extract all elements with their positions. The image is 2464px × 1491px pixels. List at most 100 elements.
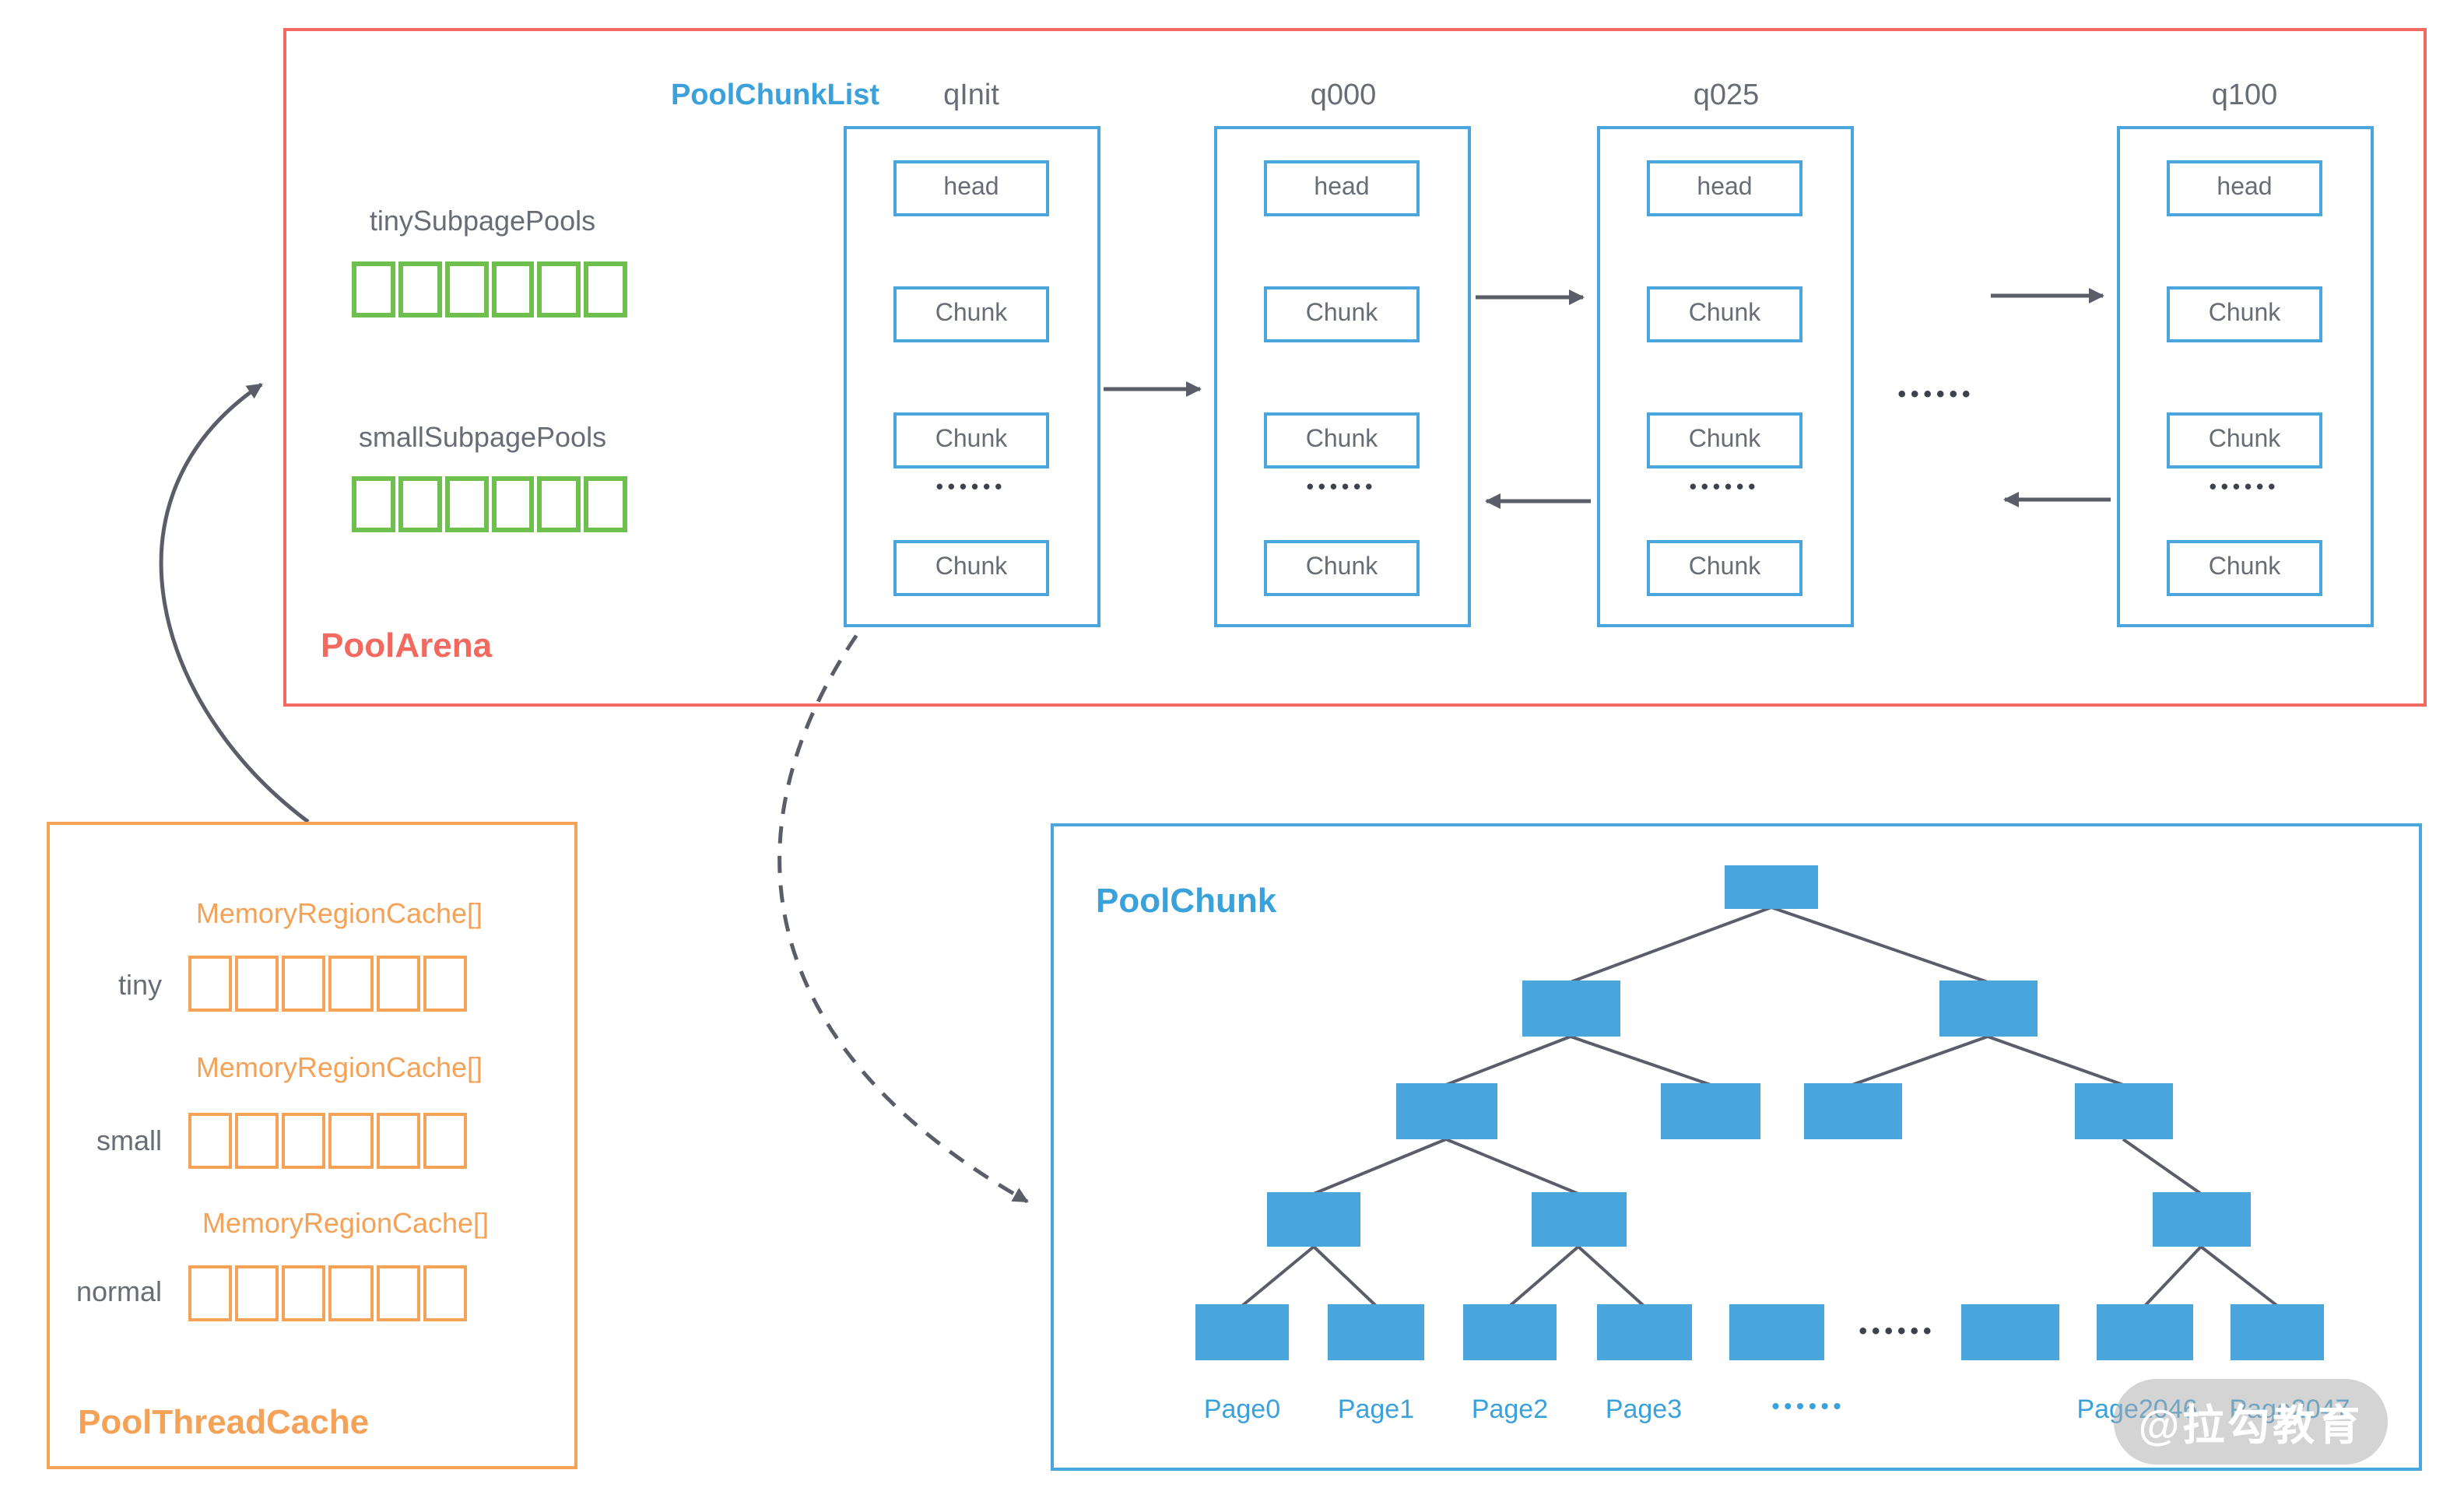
chunk-node: Chunk — [893, 286, 1049, 342]
page-label-2: Page2 — [1471, 1395, 1549, 1424]
cache-cell — [328, 1113, 374, 1169]
subpage-cell — [398, 476, 442, 532]
tree-leaf-page0 — [1195, 1304, 1289, 1360]
tree-node — [1661, 1083, 1760, 1139]
normal-cache-cells — [188, 1265, 467, 1321]
small-subpage-pools-cells — [352, 476, 627, 532]
head-node: head — [1264, 160, 1420, 216]
more-chunks-ellipsis: •••••• — [2209, 475, 2280, 498]
subpage-cell — [352, 261, 395, 317]
cache-cell — [188, 1265, 233, 1321]
cache-cell — [423, 956, 467, 1012]
cache-cell — [235, 1113, 279, 1169]
subpage-cell — [491, 261, 535, 317]
chunk-node: Chunk — [2167, 540, 2322, 596]
tree-node — [2153, 1192, 2251, 1247]
subpage-cell — [537, 476, 581, 532]
chunk-node: Chunk — [893, 412, 1049, 468]
small-subpage-pools-label: smallSubpagePools — [358, 422, 607, 453]
tree-node — [1522, 981, 1620, 1037]
cache-cell — [282, 1113, 326, 1169]
cache-cell — [235, 1265, 279, 1321]
subpage-cell — [491, 476, 535, 532]
cache-cell — [376, 1113, 420, 1169]
chunk-node: Chunk — [1647, 286, 1802, 342]
pool-chunk-box — [1051, 823, 2422, 1471]
chunk-node: Chunk — [2167, 286, 2322, 342]
tree-leaf-page3 — [1597, 1304, 1692, 1360]
pool-thread-cache-box — [47, 822, 577, 1469]
tree-leaf-page2047 — [2231, 1304, 2324, 1360]
cache-cell — [376, 956, 420, 1012]
tree-node — [1939, 981, 2038, 1037]
pool-arena-title: PoolArena — [321, 626, 493, 665]
chunk-node: Chunk — [1264, 540, 1420, 596]
head-node: head — [893, 160, 1049, 216]
tree-leaf-page2 — [1463, 1304, 1557, 1360]
chunklist-label-q025: q025 — [1693, 79, 1760, 112]
chunklist-label-qinit: qInit — [943, 79, 999, 112]
pool-chunk-list-label: PoolChunkList — [670, 79, 880, 112]
pool-thread-cache-title: PoolThreadCache — [78, 1402, 370, 1441]
page-label-0: Page0 — [1203, 1395, 1281, 1424]
tiny-subpage-pools-cells — [352, 261, 627, 317]
tiny-subpage-pools-label: tinySubpagePools — [369, 205, 596, 237]
more-chunks-ellipsis: •••••• — [935, 475, 1007, 498]
chunklist-box-q025: head Chunk Chunk •••••• Chunk — [1597, 126, 1854, 627]
tree-node — [2075, 1083, 2173, 1139]
tree-leaf — [1729, 1304, 1824, 1360]
more-chunks-ellipsis: •••••• — [1306, 475, 1378, 498]
cache-cell — [423, 1265, 467, 1321]
chunklist-box-q000: head Chunk Chunk •••••• Chunk — [1214, 126, 1471, 627]
small-cache-cells — [188, 1113, 467, 1169]
tree-leaf — [1961, 1304, 2059, 1360]
more-leaves-ellipsis: •••••• — [1859, 1318, 1936, 1345]
chunk-node: Chunk — [1264, 286, 1420, 342]
tree-node — [1532, 1192, 1627, 1247]
cache-cell — [282, 956, 326, 1012]
subpage-cell — [444, 476, 488, 532]
more-chunklists-ellipsis: •••••• — [1897, 381, 1975, 408]
chunk-node: Chunk — [2167, 412, 2322, 468]
chunk-node: Chunk — [1264, 412, 1420, 468]
cache-cell — [188, 956, 233, 1012]
cache-cell — [376, 1265, 420, 1321]
page-label-3: Page3 — [1605, 1395, 1683, 1424]
chunk-node: Chunk — [1647, 412, 1802, 468]
row-label-normal: normal — [75, 1276, 162, 1307]
cache-cell — [188, 1113, 233, 1169]
tiny-cache-cells — [188, 956, 467, 1012]
cache-cell — [282, 1265, 326, 1321]
more-chunks-ellipsis: •••••• — [1689, 475, 1760, 498]
cache-cell — [328, 956, 374, 1012]
head-node: head — [1647, 160, 1802, 216]
tree-node-root — [1725, 865, 1818, 909]
tree-node — [1267, 1192, 1360, 1247]
cache-cell — [328, 1265, 374, 1321]
memory-region-cache-label: MemoryRegionCache[] — [195, 898, 483, 929]
watermark-text: @拉勾教育 — [2138, 1402, 2364, 1449]
chunklist-label-q100: q100 — [2211, 79, 2278, 112]
subpage-cell — [584, 476, 627, 532]
chunklist-label-q000: q000 — [1310, 79, 1377, 112]
chunk-node: Chunk — [893, 540, 1049, 596]
tree-leaf-page2046 — [2097, 1304, 2193, 1360]
subpage-cell — [398, 261, 442, 317]
chunklist-box-q100: head Chunk Chunk •••••• Chunk — [2117, 126, 2374, 627]
subpage-cell — [537, 261, 581, 317]
subpage-cell — [352, 476, 395, 532]
row-label-tiny: tiny — [118, 970, 162, 1001]
more-pages-ellipsis: •••••• — [1771, 1393, 1846, 1418]
chunk-node: Chunk — [1647, 540, 1802, 596]
tree-node — [1396, 1083, 1497, 1139]
subpage-cell — [584, 261, 627, 317]
tree-leaf-page1 — [1328, 1304, 1424, 1360]
row-label-small: small — [96, 1125, 162, 1156]
page-label-1: Page1 — [1337, 1395, 1415, 1424]
cache-cell — [235, 956, 279, 1012]
chunklist-box-qinit: head Chunk Chunk •••••• Chunk — [844, 126, 1100, 627]
subpage-cell — [444, 261, 488, 317]
watermark-badge: @拉勾教育 — [2114, 1379, 2388, 1465]
pool-arena-box — [283, 28, 2427, 707]
